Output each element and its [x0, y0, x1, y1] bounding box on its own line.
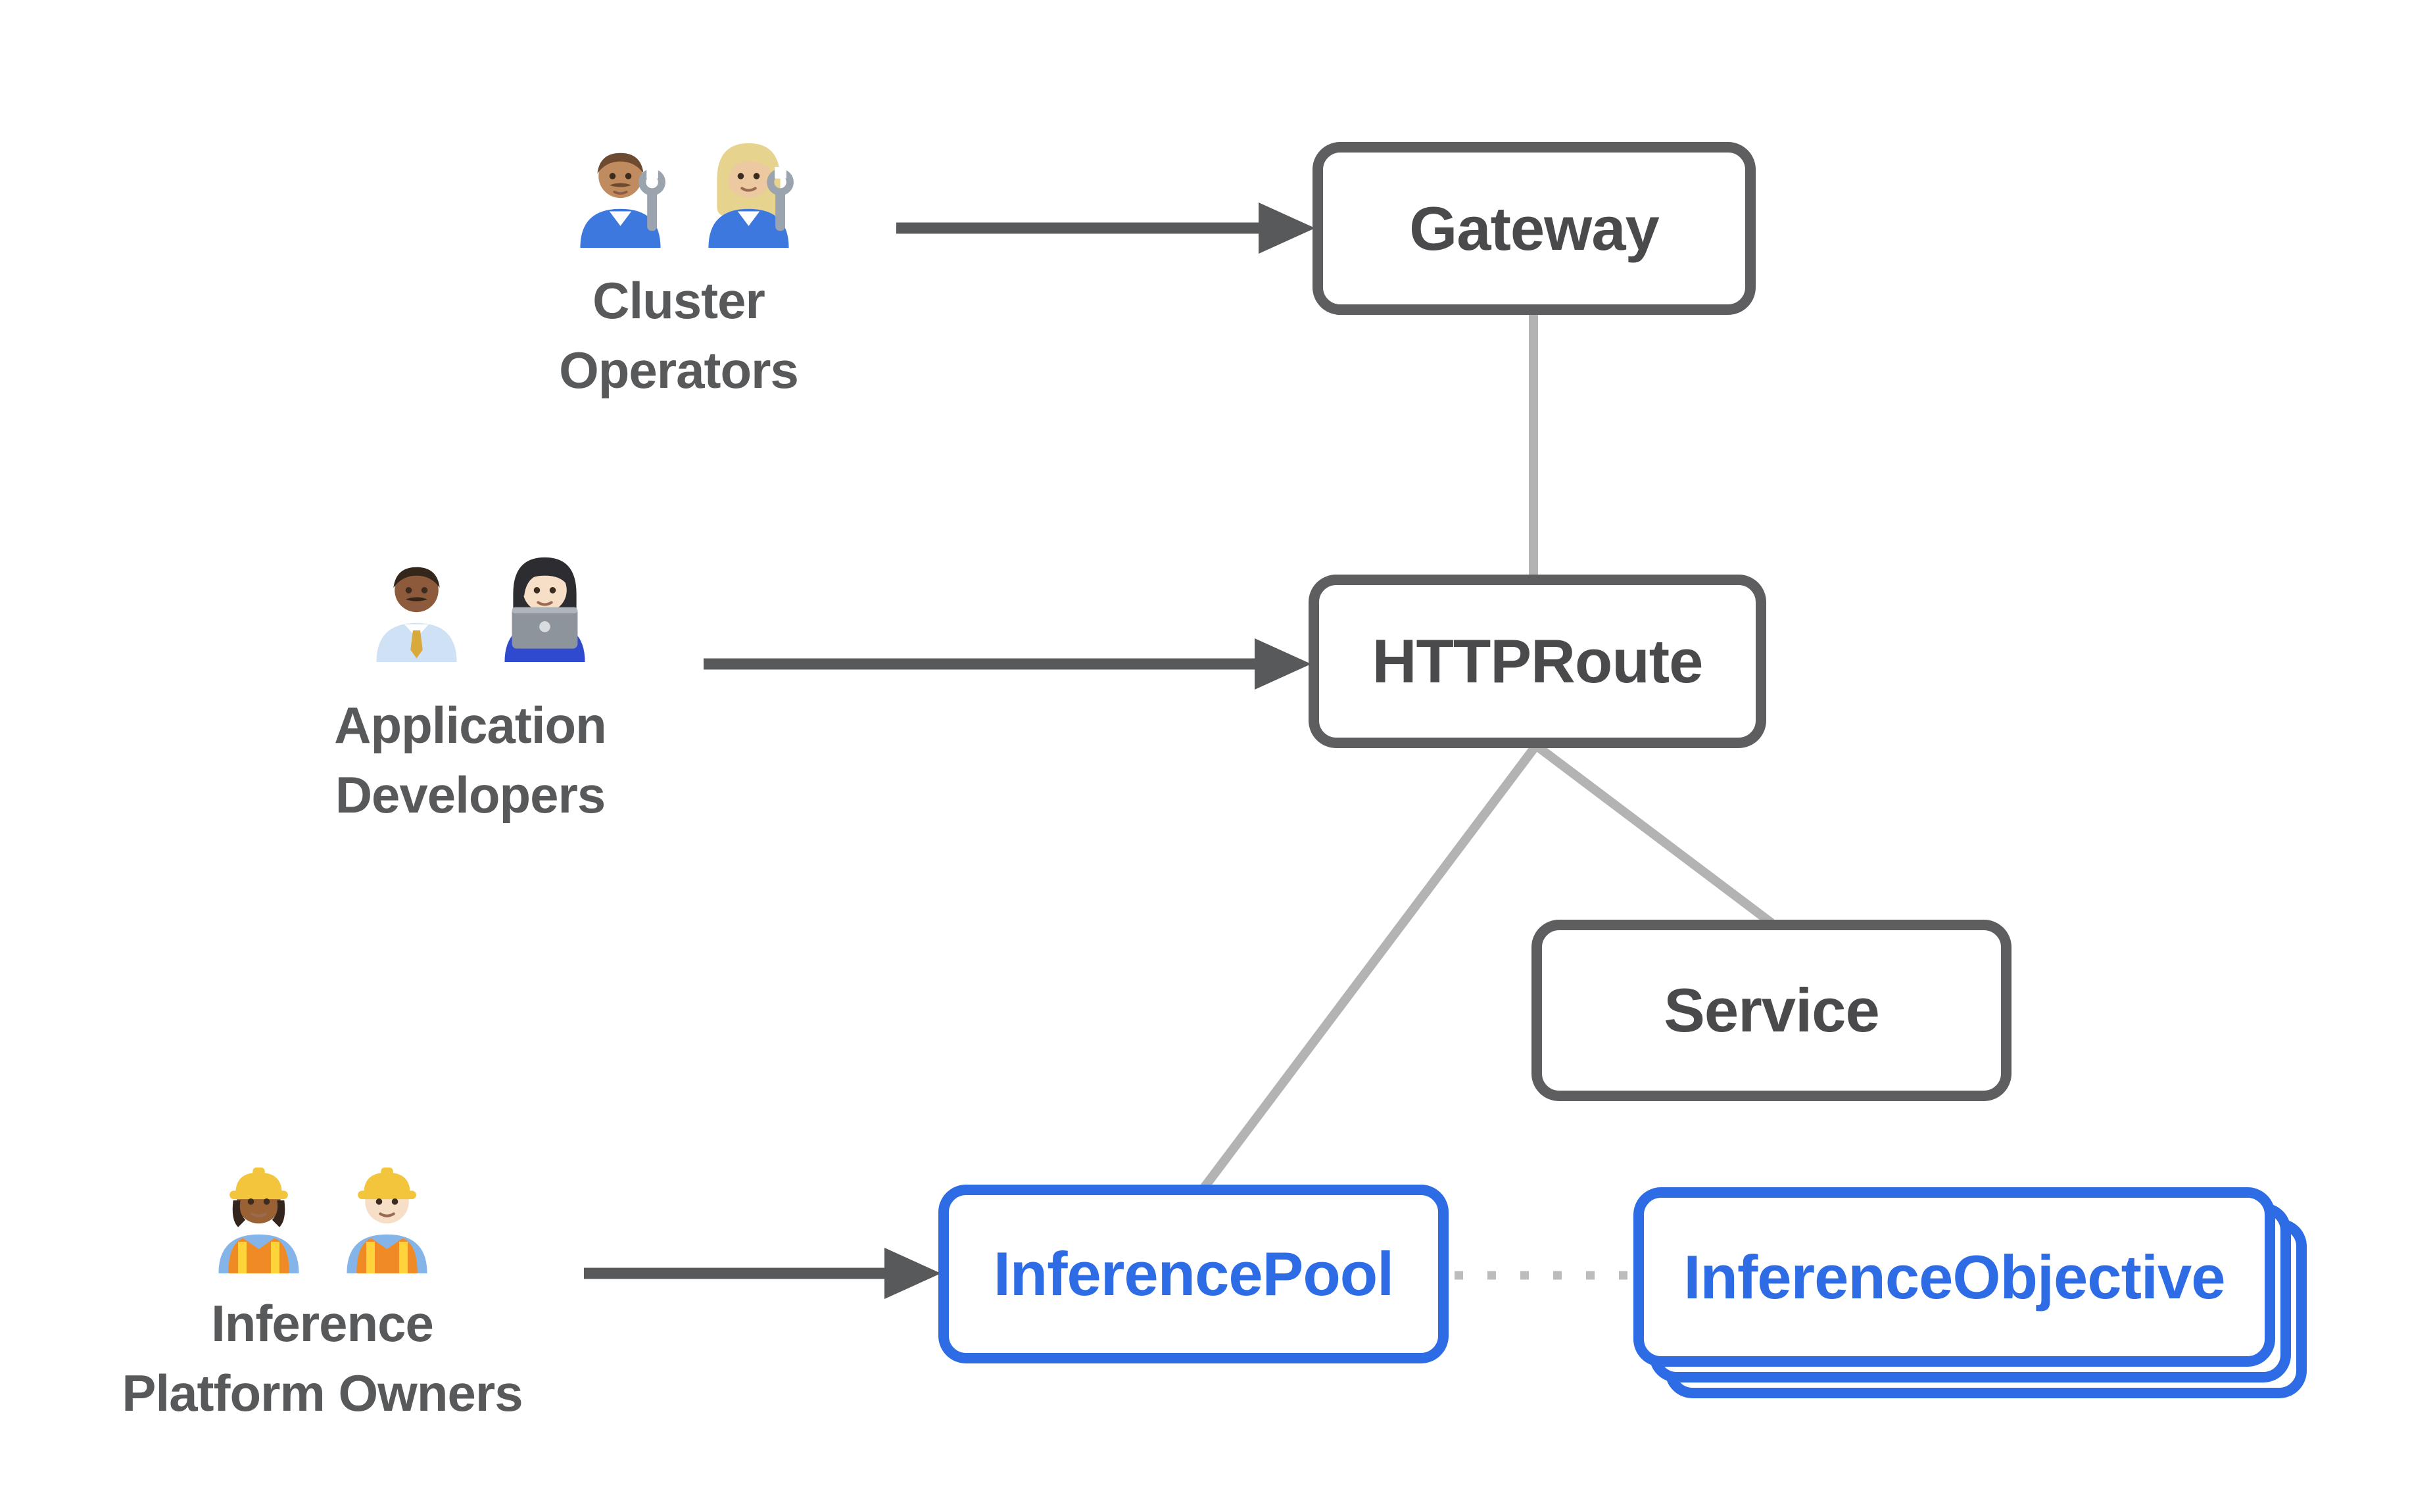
actor-label-line: Inference: [211, 1294, 434, 1352]
connector-httproute-inferencepool: [1197, 742, 1540, 1194]
man-office-worker-icon: [356, 540, 477, 662]
gateway-node: Gateway: [1313, 142, 1756, 315]
cluster-operators-icons: [560, 126, 809, 248]
actor-label-line: Application: [334, 696, 607, 754]
actor-label-line: Cluster: [592, 272, 765, 329]
actor-label-cluster-operators: Cluster Operators: [416, 266, 942, 405]
woman-mechanic-icon: [688, 126, 809, 248]
actor-label-line: Platform Owners: [122, 1364, 523, 1423]
connector-httproute-service: [1533, 742, 1775, 927]
man-construction-worker-icon: [326, 1152, 448, 1273]
actor-label-inference-platform-owners: Inference Platform Owners: [26, 1288, 618, 1428]
woman-construction-worker-icon: [198, 1152, 320, 1273]
arrow-application-developers-to-httproute: [704, 638, 1311, 690]
inference-platform-owners-icons: [198, 1152, 448, 1273]
arrow-cluster-operators-to-gateway: [896, 202, 1315, 254]
man-mechanic-icon: [560, 126, 681, 248]
application-developers-icons: [356, 540, 606, 662]
woman-technologist-icon: [484, 540, 606, 662]
actor-label-line: Operators: [559, 341, 799, 400]
inferencepool-node: InferencePool: [938, 1185, 1449, 1363]
actor-label-line: Developers: [335, 766, 606, 824]
arrow-inference-platform-owners-to-inferencepool: [584, 1248, 941, 1299]
inferenceobjective-node: InferenceObjective: [1633, 1187, 2275, 1367]
service-node: Service: [1531, 920, 2011, 1101]
actor-label-application-developers: Application Developers: [207, 690, 733, 830]
httproute-node: HTTPRoute: [1309, 575, 1766, 748]
